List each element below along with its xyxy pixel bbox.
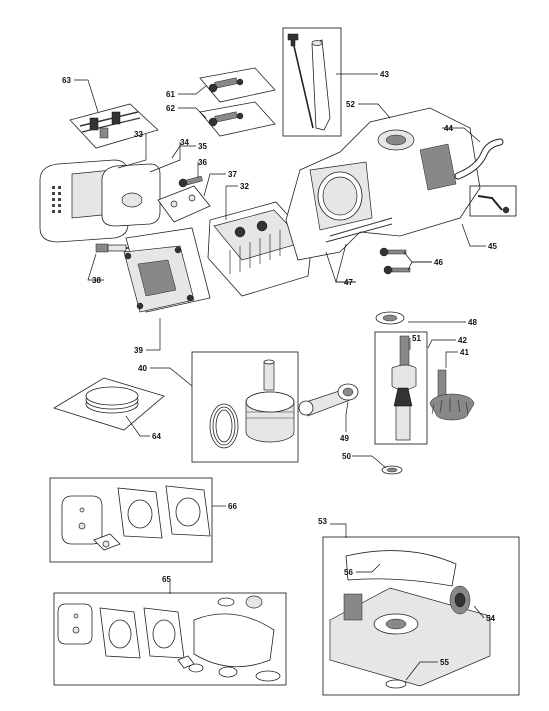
bolt-46-a[interactable] [379,247,407,257]
callout-56: 56 [344,568,353,577]
callout-64: 64 [152,432,161,441]
gasket-65-sump[interactable] [193,613,275,668]
callout-35: 35 [198,142,207,151]
sump-gasket[interactable] [345,550,457,587]
spark-plug[interactable] [95,243,132,253]
camshaft[interactable] [429,369,475,421]
sump-box [322,536,520,696]
callout-40: 40 [138,364,147,373]
callout-49: 49 [340,434,349,443]
valve-kit-61[interactable] [199,67,276,103]
callout-51: 51 [412,334,421,343]
callout-32: 32 [240,182,249,191]
rocker-kit-63[interactable] [69,103,159,149]
crankshaft-group [374,331,428,445]
oil-pump-gear[interactable] [449,585,471,615]
piston[interactable] [245,391,295,443]
gasket-kit-66-box [49,477,213,563]
callout-43: 43 [380,70,389,79]
callout-41: 41 [460,348,469,357]
gasket-kit-66 [49,477,213,563]
gasket-66-small[interactable] [93,533,121,551]
callout-39: 39 [134,346,143,355]
callout-46: 46 [434,258,443,267]
callout-50: 50 [342,452,351,461]
callout-52: 52 [346,100,355,109]
sump-cover[interactable] [329,587,491,687]
sump-group [322,536,520,696]
screw-36[interactable] [178,175,203,188]
dipstick[interactable] [287,33,314,129]
oil-seal-50[interactable] [381,465,403,475]
piston-rings-set[interactable] [209,403,239,449]
gasket-65-plate[interactable] [57,603,93,645]
callout-45: 45 [488,242,497,251]
gasket-65-seals[interactable] [177,595,281,682]
gasket-65-head-b[interactable] [143,607,185,659]
callout-42: 42 [458,336,467,345]
crankshaft-box [374,331,428,445]
callout-labels: 63 61 62 33 34 35 36 37 32 38 39 40 43 5… [62,70,497,667]
piston-pin[interactable] [263,359,275,391]
callout-54: 54 [486,614,495,623]
piston-ring-kit[interactable] [53,377,165,431]
callout-47: 47 [344,278,353,287]
cylinder-head[interactable] [207,201,313,297]
connecting-rod[interactable] [298,383,359,417]
oil-filler-group [282,27,342,137]
callout-65: 65 [162,575,171,584]
callout-55: 55 [440,658,449,667]
valve-kit-62[interactable] [199,101,276,137]
leader-lines [74,73,486,681]
oil-filler-tube[interactable] [311,39,331,131]
governor-lever[interactable] [469,185,517,217]
callout-48: 48 [468,318,477,327]
oil-seal-55[interactable] [385,679,407,689]
exhaust-gasket[interactable] [157,185,211,223]
piston-group [191,351,299,463]
callout-34: 34 [180,138,189,147]
gasket-66-head-b[interactable] [165,485,211,537]
callout-33: 33 [134,130,143,139]
callout-61: 61 [166,90,175,99]
gasket-kit-65 [53,592,287,686]
gasket-66-head-a[interactable] [117,487,163,539]
breather-hose[interactable] [454,138,504,180]
callout-37: 37 [228,170,237,179]
callout-62: 62 [166,104,175,113]
heat-shield[interactable] [101,163,161,227]
gasket-66-plate[interactable] [61,495,103,545]
engine-block[interactable] [285,107,481,261]
callout-36: 36 [198,158,207,167]
valve-cover[interactable] [123,245,195,313]
oil-filler-box [282,27,342,137]
oil-seal-48[interactable] [375,311,405,325]
callout-63: 63 [62,76,71,85]
crankshaft[interactable] [391,335,417,441]
callout-66: 66 [228,502,237,511]
bolt-46-b[interactable] [383,265,411,275]
callout-53: 53 [318,517,327,526]
piston-box [191,351,299,463]
gasket-65-head-a[interactable] [99,607,141,659]
callout-38: 38 [92,276,101,285]
callout-44: 44 [444,124,453,133]
